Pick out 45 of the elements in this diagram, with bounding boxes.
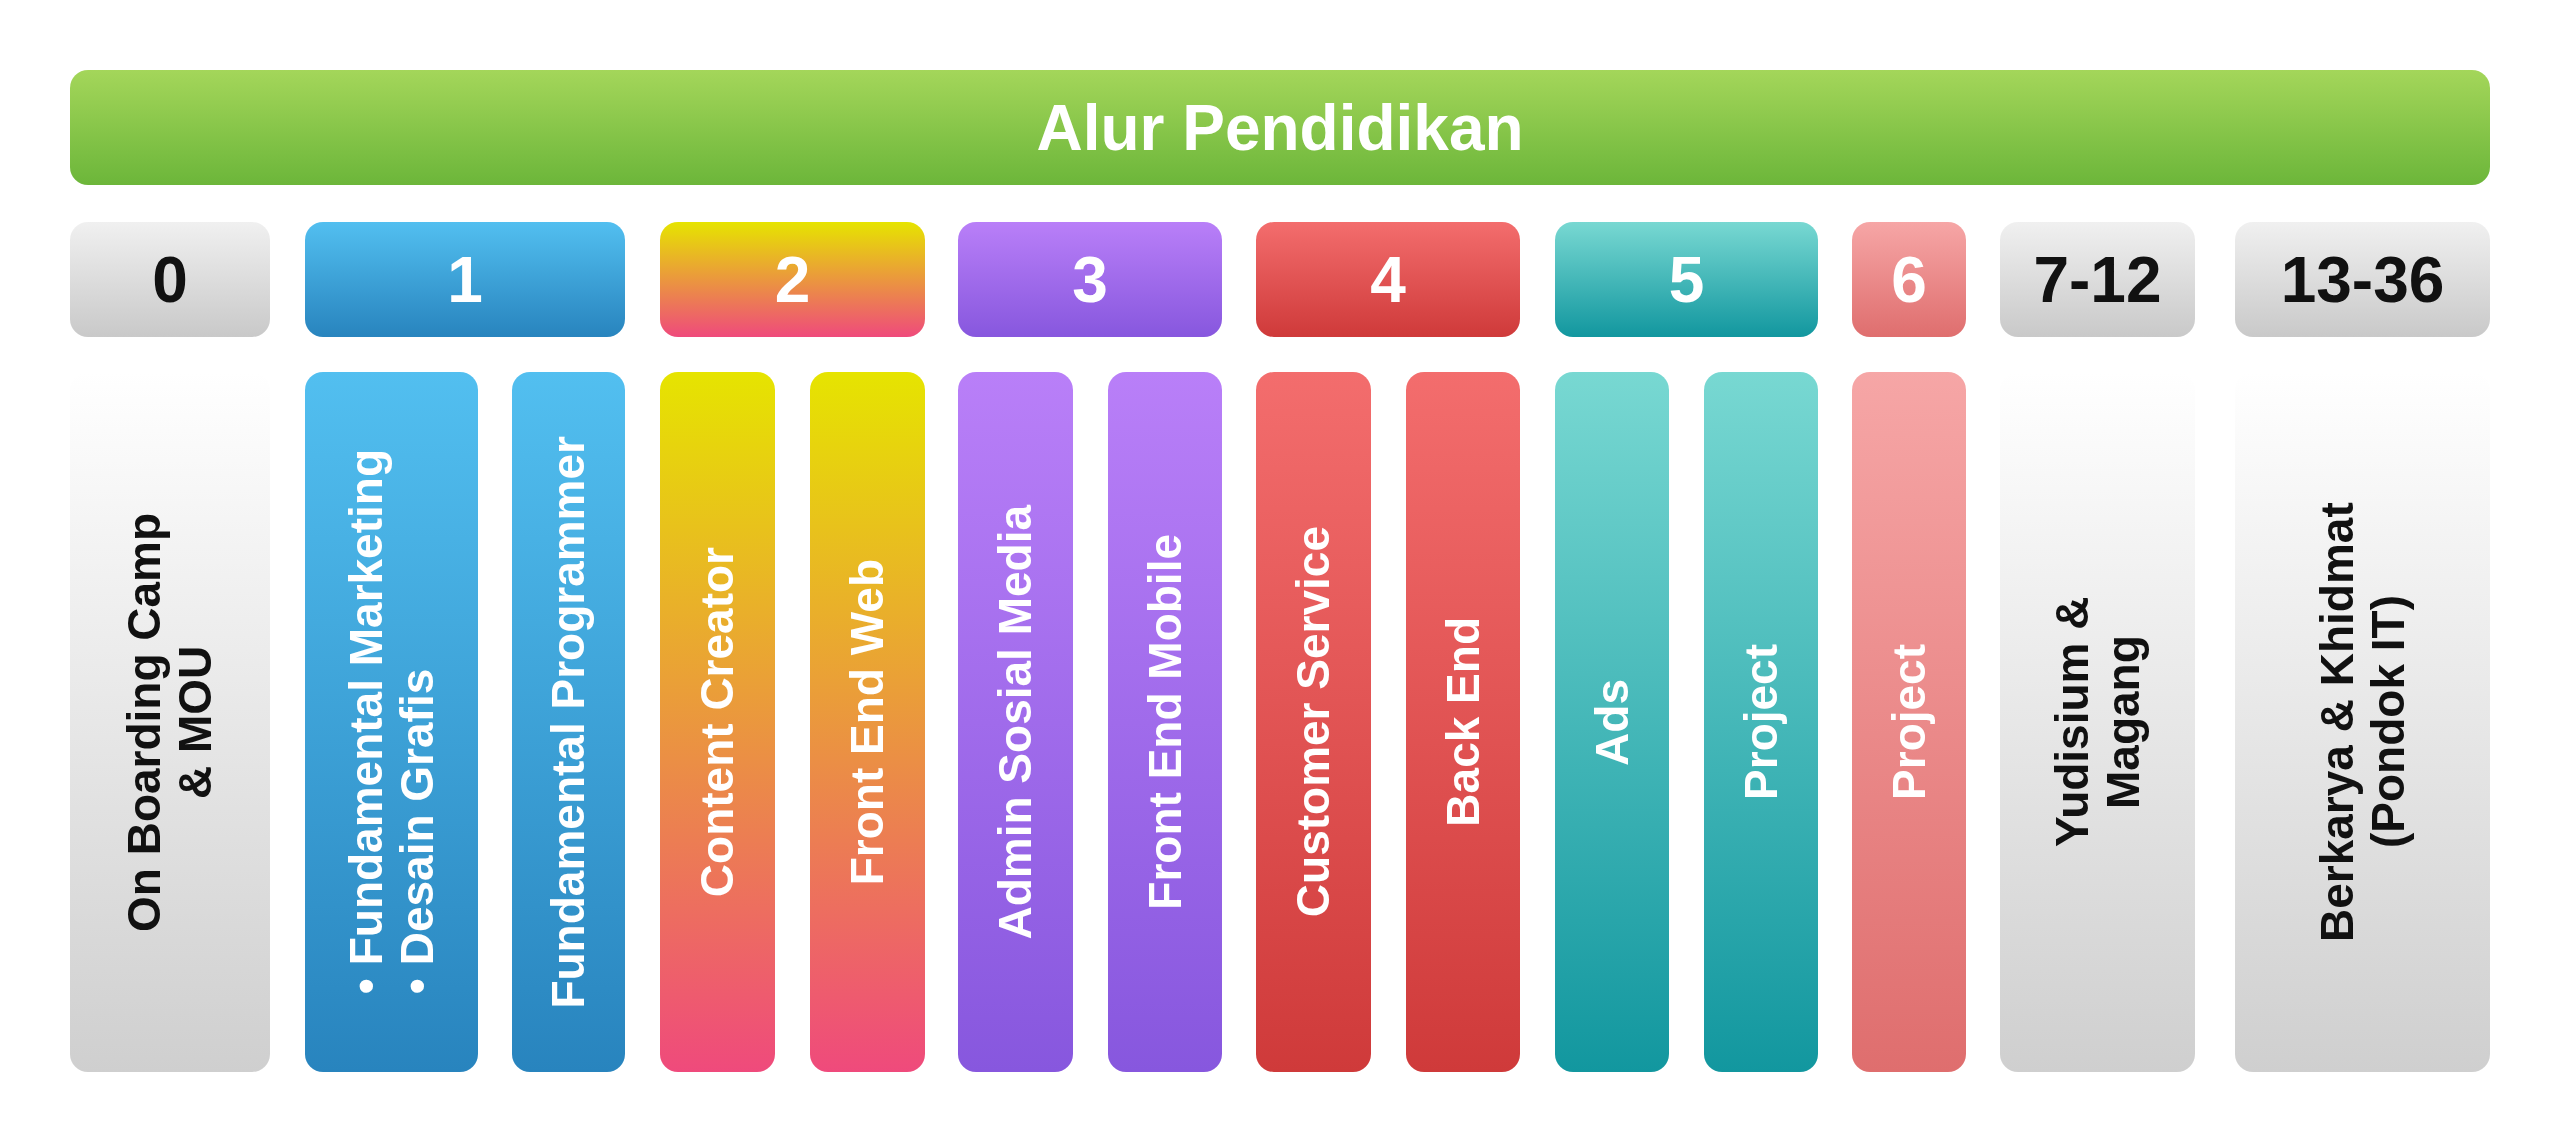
- step-number-card: [305, 222, 625, 337]
- bullet-item: • Desain Grafis: [391, 668, 443, 995]
- course-column: [810, 372, 925, 1072]
- step-number-card: [1555, 222, 1818, 337]
- step-number: 13-36: [2280, 242, 2445, 317]
- course-column: [1406, 372, 1520, 1072]
- course-label: Admin Sosial Media: [990, 504, 1041, 940]
- course-label: Yudisium & Magang: [2046, 595, 2149, 850]
- course-column: [1852, 372, 1966, 1072]
- course-column: [958, 372, 1073, 1072]
- step-number: 5: [1668, 242, 1705, 317]
- course-label: Front End Web: [842, 558, 893, 886]
- step-number: 7-12: [2033, 242, 2162, 317]
- course-column: [1256, 372, 1371, 1072]
- course-label: Project: [1735, 644, 1787, 800]
- bullet-item: • Fundamental Marketing: [340, 449, 392, 995]
- course-label: Content Creator: [692, 546, 743, 898]
- title-text: Alur Pendidikan: [1036, 90, 1524, 165]
- step-number: 4: [1370, 242, 1406, 317]
- course-label: Back End: [1437, 617, 1489, 827]
- course-column: [305, 372, 478, 1072]
- step-number: 3: [1072, 242, 1108, 317]
- course-label: Ads: [1586, 678, 1638, 766]
- step-number-card: [2235, 222, 2490, 337]
- step-number-card: [70, 222, 270, 337]
- course-label: Front End Mobile: [1139, 534, 1191, 910]
- step-number: 2: [774, 242, 811, 317]
- course-label: Berkarya & Khidmat (Pondok IT): [2311, 501, 2414, 944]
- course-label: On Boarding Camp & MOU: [119, 511, 221, 934]
- step-number-card: [1256, 222, 1520, 337]
- course-column: [512, 372, 625, 1072]
- course-label: Fundamental Programmer: [543, 435, 594, 1009]
- course-column: [1108, 372, 1222, 1072]
- step-number: 1: [447, 242, 483, 317]
- step-number-card: [958, 222, 1222, 337]
- step-number-card: [2000, 222, 2195, 337]
- step-number-card: [660, 222, 925, 337]
- course-label: Project: [1883, 644, 1935, 800]
- step-number: 6: [1891, 242, 1927, 317]
- course-column: [1555, 372, 1669, 1072]
- step-number-card: [1852, 222, 1966, 337]
- course-column: [1704, 372, 1818, 1072]
- course-label: Customer Service: [1288, 526, 1339, 918]
- step-number: 0: [152, 242, 188, 317]
- course-column: [660, 372, 775, 1072]
